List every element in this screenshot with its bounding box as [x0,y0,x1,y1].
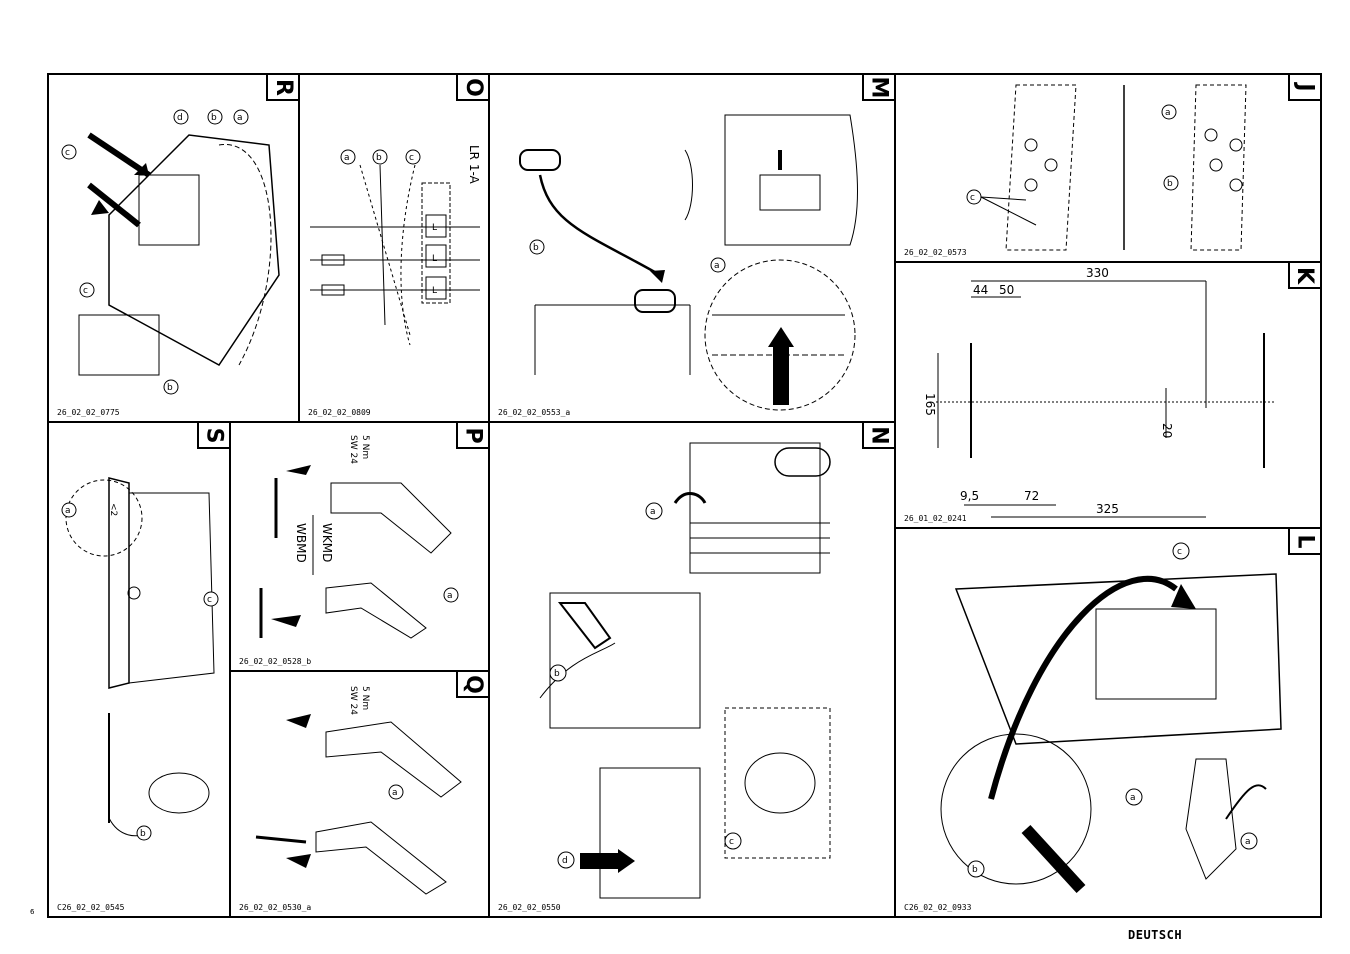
panel-o: O LR 1-A L L L a b c 26_02_02_0809 [298,73,490,423]
panel-letter: Q [456,672,488,698]
svg-text:<2: <2 [108,503,118,516]
svg-text:L: L [432,286,437,296]
illustration-n: a b d c [539,442,831,899]
illustration-m: b a [519,114,858,411]
figure-ref: 26_02_02_0550 [498,903,561,912]
svg-text:b: b [167,383,173,393]
panel-m: M b a 26_02_02_0553_a [488,73,896,423]
panel-s: S <2 a c b C26_02_02_0545 [47,421,231,918]
svg-text:d: d [562,856,568,866]
svg-text:c: c [729,837,734,847]
figure-ref: 26_02_02_0775 [57,408,120,417]
panel-letter: N [862,423,894,449]
panel-r: R c d b a c b 26_02_02_0775 [47,73,300,423]
panel-letter: J [1288,75,1320,101]
panel-letter: S [197,423,229,449]
panel-letter: P [456,423,488,449]
svg-text:c: c [1177,547,1182,557]
svg-text:L: L [432,254,437,264]
svg-text:c: c [65,148,70,158]
svg-text:5 Nm: 5 Nm [360,686,370,710]
svg-text:5 Nm: 5 Nm [360,435,370,459]
figure-ref: 26_01_02_0241 [904,514,967,523]
svg-text:a: a [447,591,453,601]
figure-ref: 26_02_02_0553_a [498,408,571,417]
figure-ref: 26_02_02_0809 [308,408,371,417]
svg-text:a: a [714,261,720,271]
svg-text:b: b [554,669,560,679]
svg-text:c: c [970,193,975,203]
svg-text:b: b [1167,179,1173,189]
illustration-r: c d b a c b [61,109,280,395]
panel-letter: K [1288,263,1320,289]
panel-n: N a b d c 26_02_02_0550 [488,421,896,918]
svg-text:b: b [376,153,382,163]
illustration-p: 5 Nm SW 24 WKMD WBMD a [259,435,459,639]
svg-text:c: c [83,286,88,296]
svg-text:a: a [1130,793,1136,803]
svg-text:165: 165 [923,393,937,416]
svg-text:a: a [237,113,243,123]
svg-text:a: a [1165,108,1171,118]
panel-letter: R [266,75,298,101]
svg-text:a: a [344,153,350,163]
svg-text:b: b [533,243,539,253]
wiring-diagram-o: LR 1-A L L L a b c [310,145,481,346]
svg-text:SW 24: SW 24 [348,435,358,464]
figure-ref: 26_02_02_0528_b [239,657,312,666]
svg-text:50: 50 [999,283,1014,297]
svg-text:a: a [650,507,656,517]
figure-ref: 26_02_02_0530_a [239,903,312,912]
svg-text:44: 44 [973,283,988,297]
svg-text:c: c [409,153,414,163]
panel-letter: L [1288,529,1320,555]
figure-ref: C26_02_02_0545 [57,903,125,912]
illustration-l: c a a b [940,542,1282,894]
panel-j: J c a b 26_02_02_0573 [894,73,1322,263]
svg-text:LR 1-A: LR 1-A [467,145,481,185]
svg-text:330: 330 [1086,266,1109,280]
svg-text:WBMD: WBMD [294,523,308,563]
panel-k: K 330 44 50 165 20 9,5 72 325 26_01_02_0… [894,261,1322,529]
svg-text:a: a [65,506,71,516]
panel-letter: M [862,75,894,101]
svg-text:325: 325 [1096,502,1119,516]
svg-text:SW 24: SW 24 [348,686,358,715]
illustration-j: c a b [966,84,1247,251]
svg-text:b: b [211,113,217,123]
panel-p: P 5 Nm SW 24 WKMD WBMD a 26_02_02_0528_b [229,421,490,672]
svg-text:a: a [392,788,398,798]
svg-text:20: 20 [1160,423,1174,438]
dimension-drawing-k: 330 44 50 165 20 9,5 72 325 [923,266,1276,518]
svg-text:b: b [140,829,146,839]
illustration-s: <2 a c b [61,477,219,841]
page-number: 6 [30,908,35,916]
panel-l: L c a a b C26_02_02_0933 [894,527,1322,918]
svg-text:72: 72 [1024,489,1039,503]
language-label: DEUTSCH [1128,928,1183,942]
figure-ref: C26_02_02_0933 [904,903,972,912]
illustration-q: 5 Nm SW 24 a [255,686,462,895]
svg-text:d: d [177,113,183,123]
svg-text:a: a [1245,837,1251,847]
svg-text:9,5: 9,5 [960,489,979,503]
svg-text:L: L [432,223,437,233]
figure-ref: 26_02_02_0573 [904,248,967,257]
svg-text:WKMD: WKMD [320,523,334,562]
svg-text:b: b [972,865,978,875]
panel-letter: O [456,75,488,101]
svg-text:c: c [207,595,212,605]
panel-q: Q 5 Nm SW 24 a 26_02_02_0530_a [229,670,490,918]
